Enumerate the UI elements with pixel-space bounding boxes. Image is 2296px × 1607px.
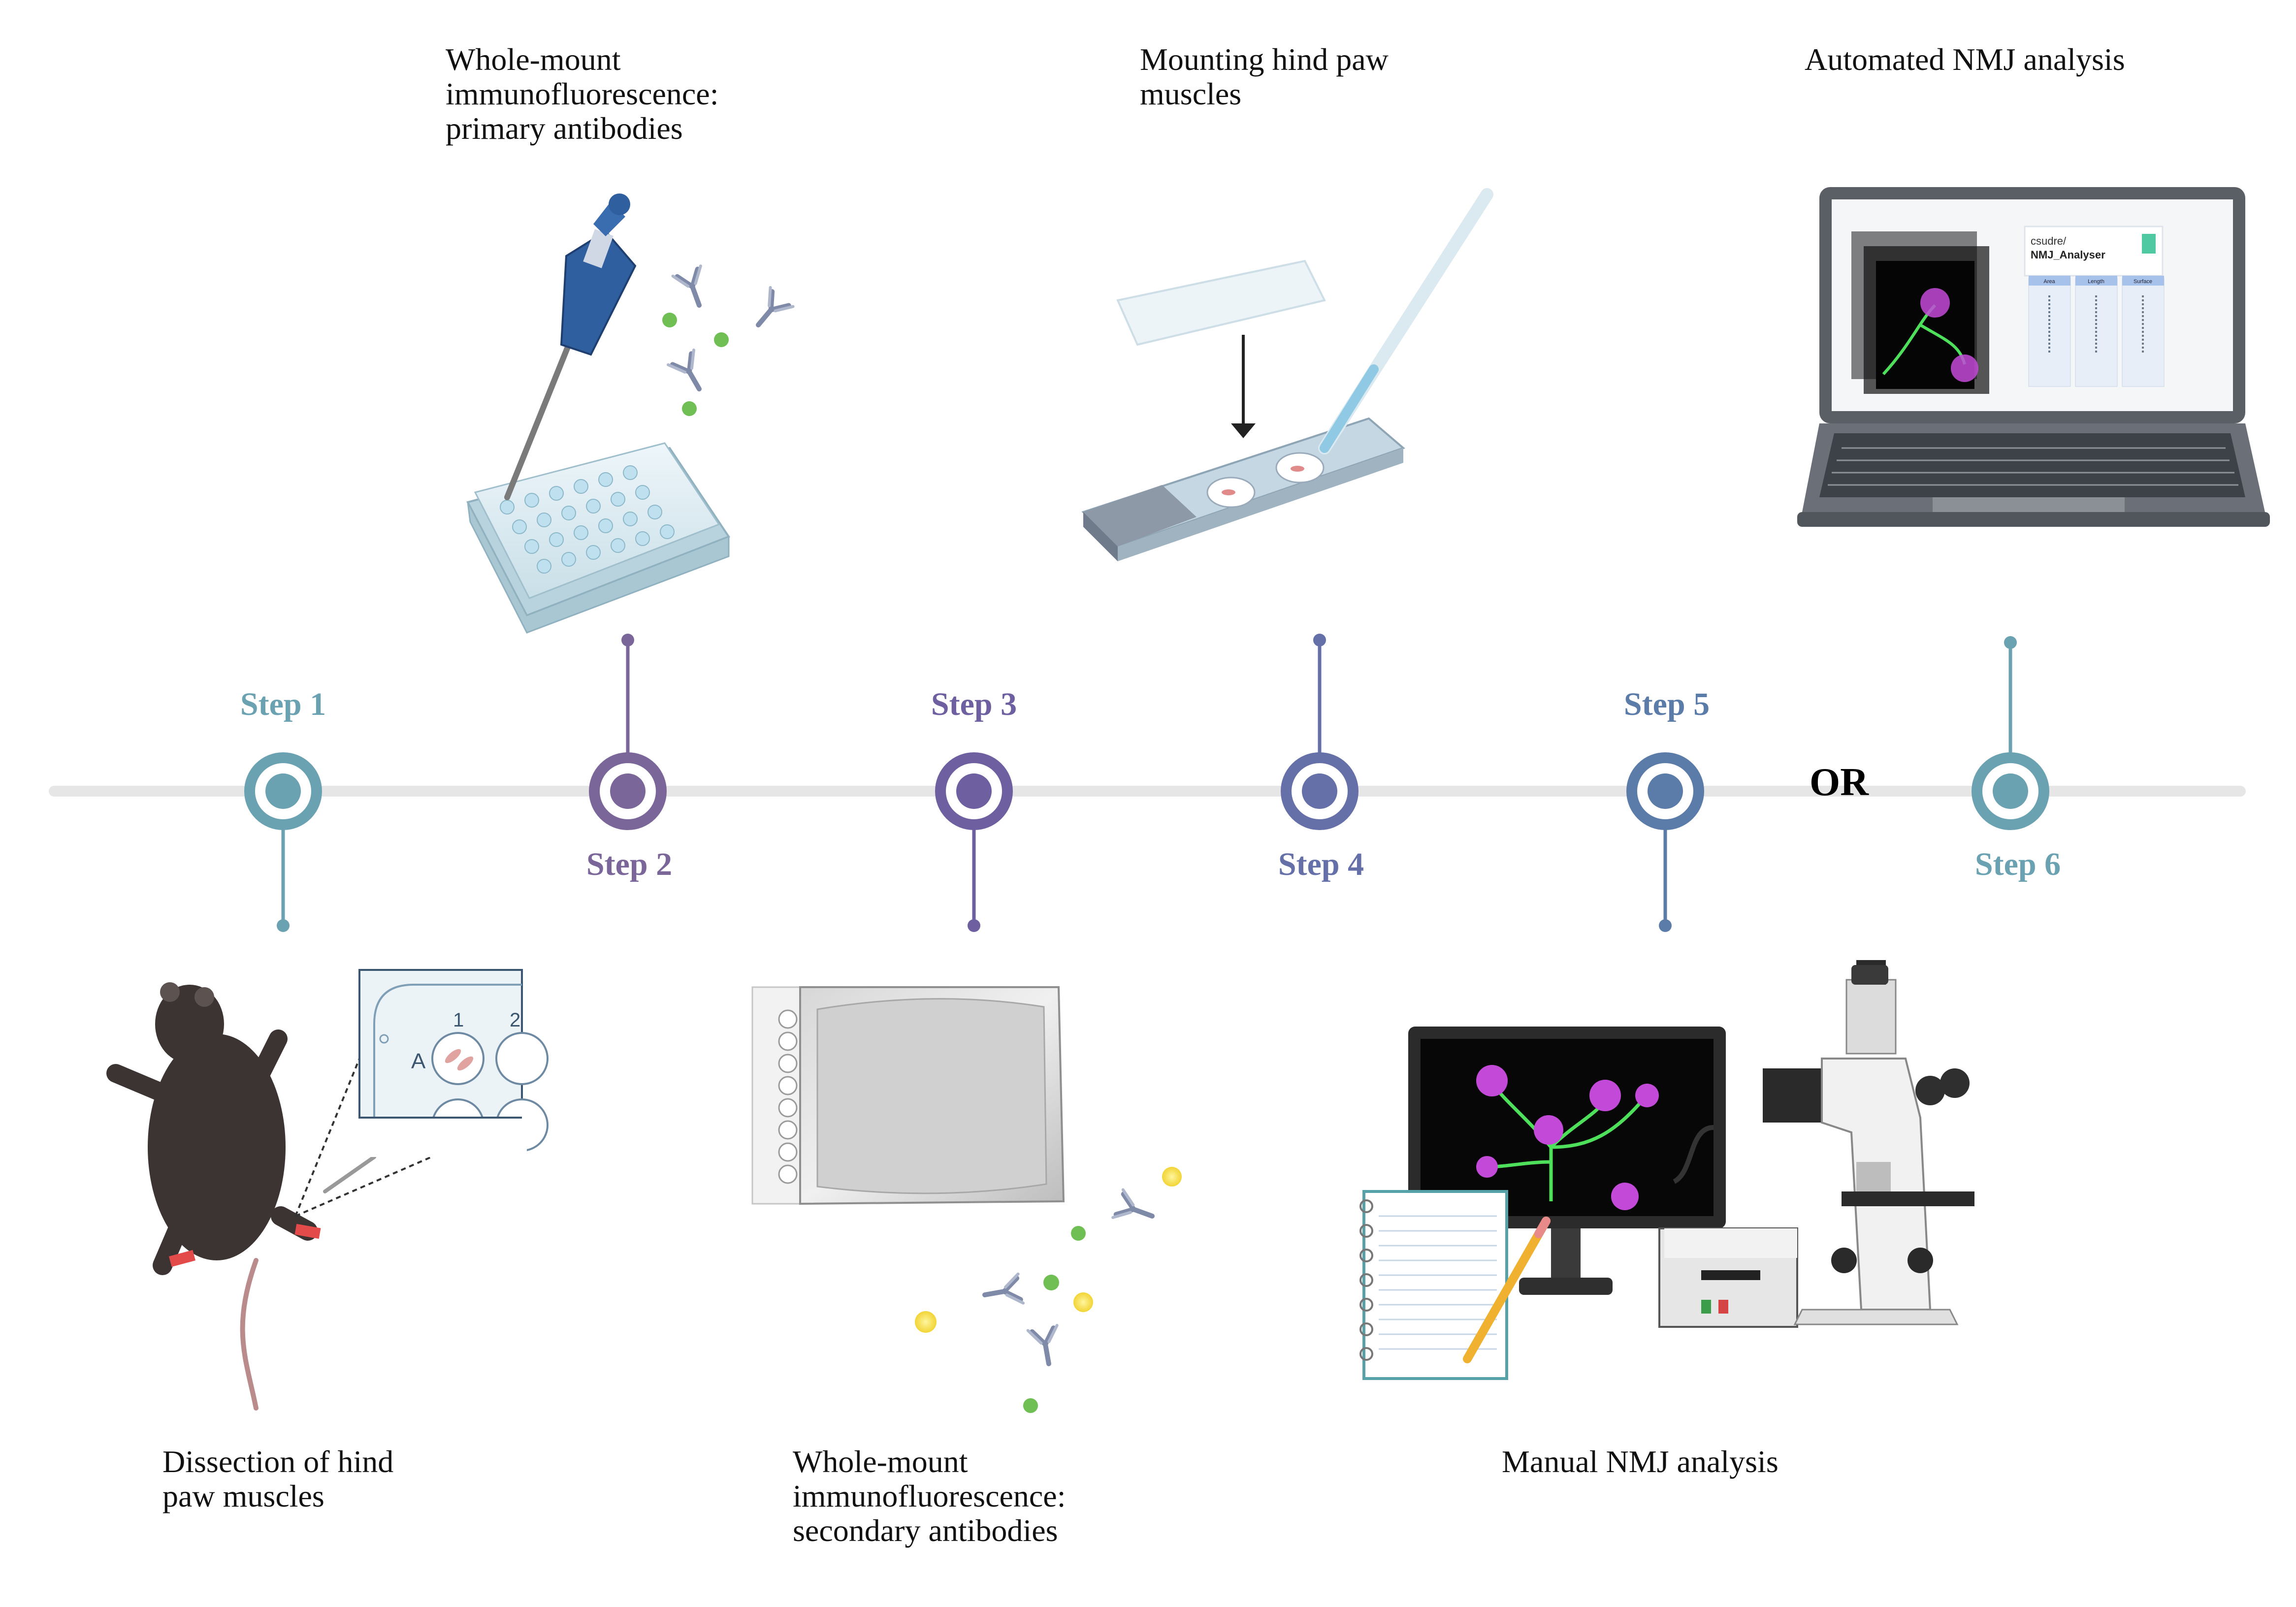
primary-antibodies-icon — [662, 266, 793, 416]
step-4-label: Step 4 — [1278, 846, 1364, 882]
microscope-slide-illustration — [1081, 188, 1493, 561]
microscope-illustration — [1658, 960, 1974, 1328]
notebook-pencil-icon — [1359, 1190, 1551, 1380]
step-2-label: Step 2 — [586, 846, 672, 882]
monitor-illustration — [1408, 1027, 1726, 1295]
plate-col-2: 2 — [510, 1009, 520, 1031]
plate-zoom-inset: A 1 2 — [294, 969, 549, 1217]
step-5-node — [1626, 752, 1704, 932]
caption-step-3: Whole-mount immunofluorescence: secondar… — [793, 1444, 1073, 1548]
plate-row-a: A — [411, 1049, 426, 1073]
caption-step-1: Dissection of hind paw muscles — [162, 1444, 401, 1513]
caption-step-5: Manual NMJ analysis — [1502, 1444, 1779, 1479]
table-header-area: Area — [2043, 279, 2055, 285]
step-3-label: Step 3 — [931, 686, 1017, 722]
plate-col-1: 1 — [453, 1009, 464, 1031]
laptop-illustration: csudre/ NMJ_Analyser Area Length Surface — [1797, 187, 2270, 527]
foil-bag-illustration — [751, 986, 1065, 1205]
software-name-text: NMJ_Analyser — [2031, 249, 2105, 261]
well-plate-illustration — [466, 442, 731, 634]
table-header-length: Length — [2088, 279, 2104, 285]
caption-step-4: Mounting hind paw muscles — [1140, 42, 1396, 111]
mouse-dissection-illustration — [106, 982, 376, 1411]
step-1-label: Step 1 — [240, 686, 326, 722]
table-header-surface: Surface — [2134, 279, 2152, 285]
software-repo-text: csudre/ — [2031, 235, 2067, 247]
caption-step-6: Automated NMJ analysis — [1805, 42, 2125, 77]
step-6-label: Step 6 — [1975, 846, 2061, 882]
caption-step-2: Whole-mount immunofluorescence: primary … — [446, 42, 726, 146]
secondary-antibodies-icon — [915, 1167, 1182, 1413]
software-results-table: Area Length Surface — [2028, 276, 2165, 387]
step-3-node — [935, 752, 1013, 932]
step-6-node — [1972, 636, 2049, 830]
step-2-node — [589, 634, 667, 830]
or-label: OR — [1810, 761, 1869, 804]
step-5-label: Step 5 — [1624, 686, 1710, 722]
pipette-icon — [504, 193, 637, 500]
step-1-node — [244, 752, 322, 932]
step-4-node — [1281, 634, 1358, 830]
